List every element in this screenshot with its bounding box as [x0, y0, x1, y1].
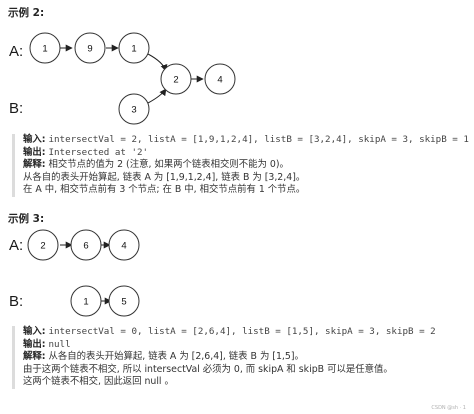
ex2-node-shared-1: 2	[160, 63, 192, 95]
ex3-node-a1: 2	[27, 229, 59, 261]
ex2-node-a2: 9	[74, 32, 106, 64]
example-2-label-a: A:	[9, 43, 24, 60]
example-2-explain-label: 解释:	[23, 159, 46, 170]
ex3-node-a2: 6	[70, 229, 102, 261]
ex3-node-a1-value: 2	[40, 241, 45, 252]
example-3-explain-label: 解释:	[23, 351, 46, 362]
ex2-node-b1-value: 3	[131, 105, 136, 116]
example-3-output-value: null	[48, 338, 71, 350]
ex3-node-a3: 4	[108, 229, 140, 261]
example-2-heading: 示例 2:	[8, 7, 45, 19]
example-2-explain-line-1: 解释: 相交节点的值为 2 (注意, 如果两个链表相交则不能为 0)。	[23, 159, 469, 172]
example-3-output-line: 输出: null	[23, 339, 436, 352]
example-3-explain-line-3: 这两个链表不相交, 因此返回 null 。	[23, 376, 174, 387]
example-3-input-label: 输入:	[23, 326, 46, 337]
watermark: CSDN @sh · 1	[431, 405, 466, 411]
ex2-node-shared-2: 4	[204, 63, 236, 95]
example-3-input-line: 输入: intersectVal = 0, listA = [2,6,4], l…	[23, 326, 436, 339]
example-2-output-label: 输出:	[23, 146, 46, 158]
ex2-node-a2-value: 9	[87, 44, 92, 55]
ex2-node-a1: 1	[29, 32, 61, 64]
example-3-output-label: 输出:	[23, 338, 46, 350]
ex3-node-a3-value: 4	[121, 241, 126, 252]
example-2-input-value: intersectVal = 2, listA = [1,9,1,2,4], l…	[48, 134, 469, 145]
ex2-node-b1: 3	[118, 93, 150, 125]
ex2-node-a3: 1	[118, 32, 150, 64]
example-2-explain-text-1: 相交节点的值为 2 (注意, 如果两个链表相交则不能为 0)。	[48, 159, 289, 170]
ex2-node-shared-1-value: 2	[173, 75, 178, 86]
ex3-node-b1-value: 1	[83, 297, 88, 308]
ex3-node-b2: 5	[108, 285, 140, 317]
ex3-node-b2-value: 5	[121, 297, 126, 308]
ex3-node-b1: 1	[70, 285, 102, 317]
example-3-explanation-block: 输入: intersectVal = 0, listA = [2,6,4], l…	[12, 326, 436, 389]
example-3-explain-line-2: 由于这两个链表不相交, 所以 intersectVal 必须为 0, 而 ski…	[23, 363, 393, 375]
example-2-explain-line-2: 从各自的表头开始算起, 链表 A 为 [1,9,1,2,4], 链表 B 为 […	[23, 171, 306, 183]
example-2-input-label: 输入:	[23, 134, 46, 145]
example-2-output-value: Intersected at '2'	[48, 146, 149, 158]
example-3-label-b: B:	[9, 293, 24, 310]
example-3-heading: 示例 3:	[8, 213, 45, 225]
example-3-explain-text-1: 从各自的表头开始算起, 链表 A 为 [2,6,4], 链表 B 为 [1,5]…	[48, 351, 304, 362]
example-2-label-b: B:	[9, 100, 24, 117]
ex2-node-a3-value: 1	[131, 44, 136, 55]
ex2-node-shared-2-value: 4	[217, 75, 222, 86]
example-2-output-line: 输出: Intersected at '2'	[23, 147, 469, 160]
example-3-input-value: intersectVal = 0, listA = [2,6,4], listB…	[48, 326, 436, 337]
ex3-node-a2-value: 6	[83, 241, 88, 252]
example-2-explain-line-3: 在 A 中, 相交节点前有 3 个节点; 在 B 中, 相交节点前有 1 个节点…	[23, 184, 306, 195]
ex2-node-a1-value: 1	[42, 44, 47, 55]
example-2-explanation-block: 输入: intersectVal = 2, listA = [1,9,1,2,4…	[12, 134, 469, 197]
example-3-label-a: A:	[9, 237, 24, 254]
example-3-explain-line-1: 解释: 从各自的表头开始算起, 链表 A 为 [2,6,4], 链表 B 为 […	[23, 351, 436, 364]
example-2-input-line: 输入: intersectVal = 2, listA = [1,9,1,2,4…	[23, 134, 469, 147]
